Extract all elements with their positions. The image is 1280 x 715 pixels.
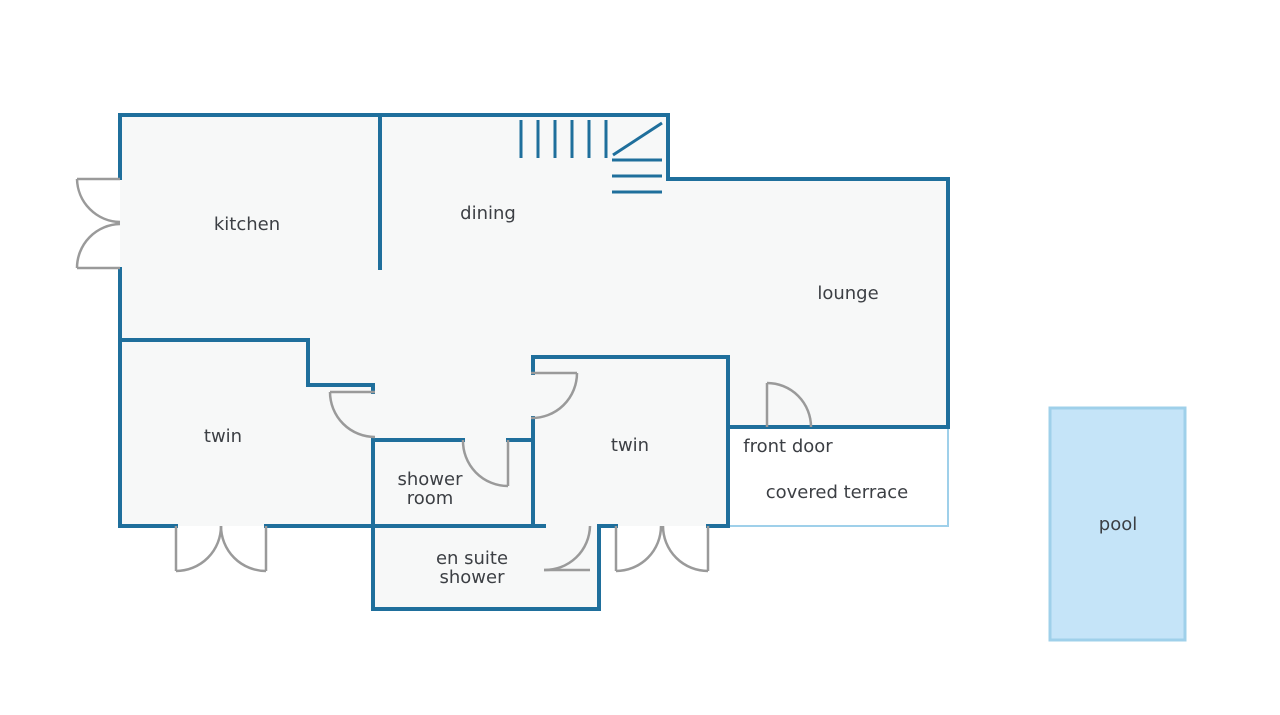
front-door-label: front door <box>743 436 833 457</box>
en-suite-label-line1: en suite <box>436 548 508 569</box>
wall-twin-right-top <box>531 355 730 375</box>
outer-wall-left <box>118 267 178 528</box>
dining-label: dining <box>460 203 516 224</box>
room-labels: kitchen dining lounge twin twin shower r… <box>204 203 1137 588</box>
shower-room-label-line2: room <box>407 488 454 509</box>
twin-left-label: twin <box>204 426 242 447</box>
staircase <box>519 120 663 194</box>
shower-room-floor <box>373 440 533 526</box>
wall-en-suite <box>371 524 618 611</box>
twin-left-door <box>328 390 376 439</box>
en-suite-door <box>543 525 592 572</box>
wall-twin-left-top <box>118 338 375 387</box>
shower-room-label-line1: shower <box>398 469 464 490</box>
en-suite-label-line2: shower <box>440 567 506 588</box>
kitchen-label: kitchen <box>214 214 280 235</box>
front-door <box>765 381 813 428</box>
shower-room-door <box>461 439 510 488</box>
walls <box>118 113 950 611</box>
lounge-label: lounge <box>817 283 878 304</box>
doors <box>75 177 813 573</box>
pool-label: pool <box>1099 514 1137 535</box>
floors <box>120 115 948 609</box>
twin-right-floor <box>533 357 728 526</box>
outer-wall-top-right <box>118 113 950 429</box>
twin-left-double-door <box>174 525 268 573</box>
twin-right-label: twin <box>611 435 649 456</box>
pool-area <box>1048 406 1187 642</box>
kitchen-double-door <box>75 177 121 270</box>
twin-left-floor <box>120 340 373 526</box>
covered-terrace-label: covered terrace <box>766 482 908 503</box>
twin-right-double-door <box>614 525 710 573</box>
twin-right-door <box>530 371 579 420</box>
